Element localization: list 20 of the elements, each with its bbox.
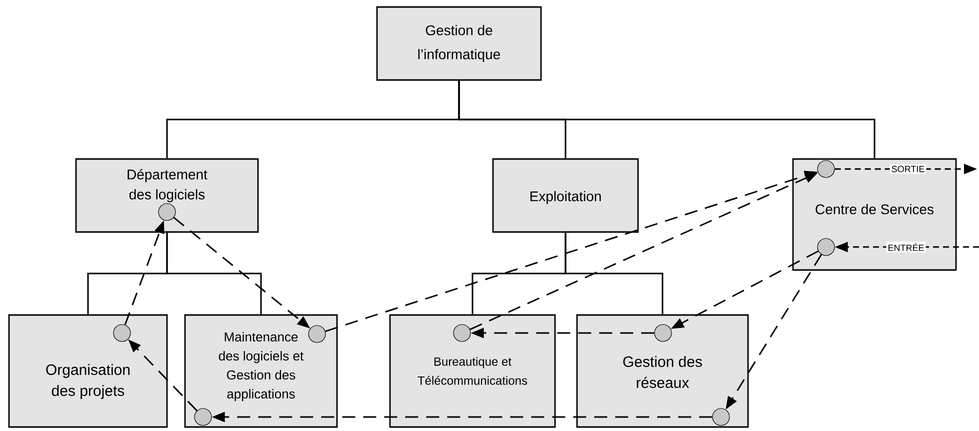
department-box: Département des logiciels [75, 158, 259, 233]
connection-point [817, 160, 835, 178]
edge-label: ENTRÉE [886, 242, 926, 252]
connector-line [458, 80, 876, 158]
connection-point [308, 325, 326, 343]
department-box: Exploitation [492, 158, 639, 233]
connection-point [194, 408, 212, 426]
connector-line [564, 232, 664, 314]
connection-point [712, 408, 730, 426]
connection-point [817, 238, 835, 256]
unit-box: Organisation des projets [8, 314, 168, 428]
unit-box: Bureautique et Télécommunications [389, 314, 556, 428]
department-box: Gestion de l’informatique [376, 6, 542, 81]
connection-point [158, 203, 176, 221]
unit-box: Maintenance des logiciels et Gestion des applications [184, 314, 338, 428]
connector-line [166, 232, 262, 314]
connection-point [654, 324, 672, 342]
connection-point [113, 324, 131, 342]
unit-box: Gestion des réseaux [576, 314, 749, 428]
connection-point [453, 324, 471, 342]
